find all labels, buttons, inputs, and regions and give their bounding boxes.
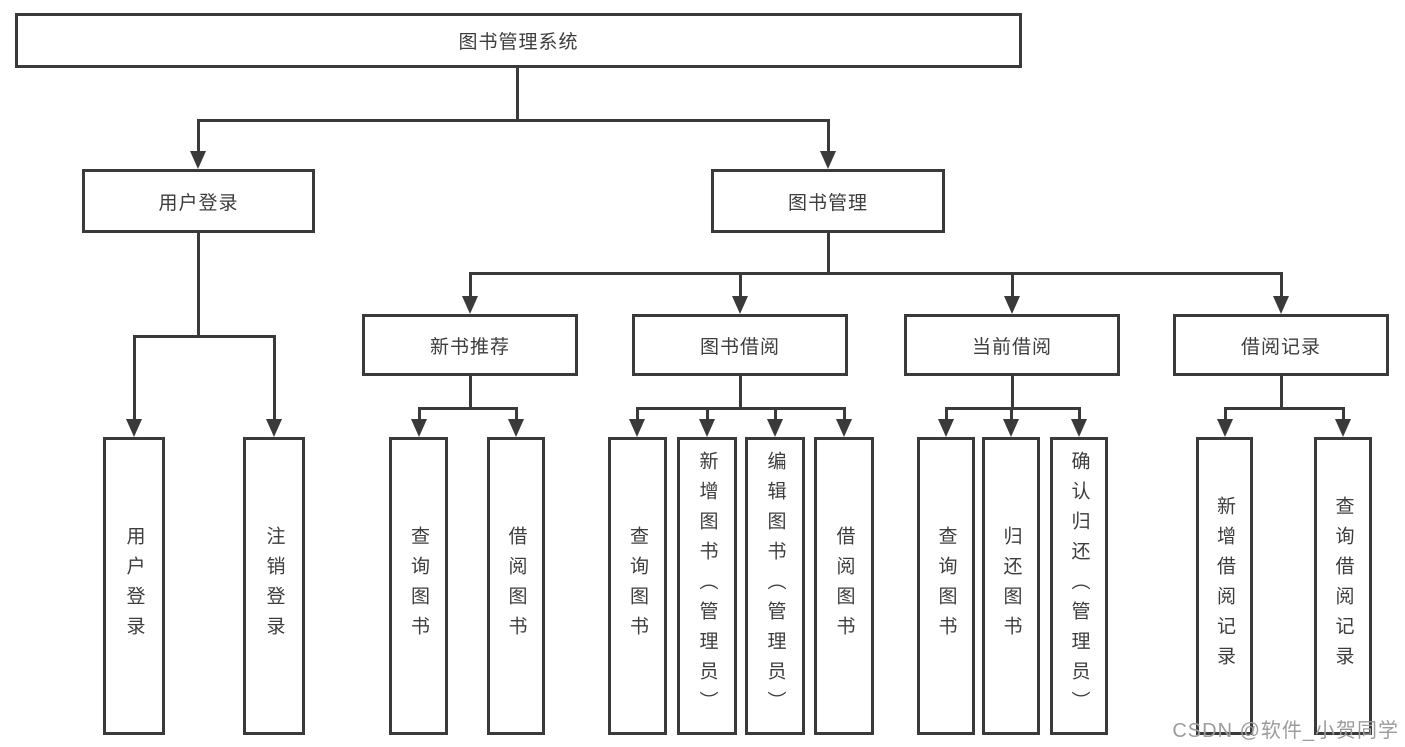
connector-newbooks-hbar <box>417 407 518 410</box>
node-leaf-bb-add: 新增图书（管理员） <box>677 437 737 735</box>
connector-drop-nb-query <box>417 407 421 423</box>
node-book-mgmt-label: 图书管理 <box>787 192 868 214</box>
node-leaf-bb-borrow-label: 借阅图书 <box>833 526 855 646</box>
node-leaf-bb-query-label: 查询图书 <box>627 526 648 646</box>
node-user-login: 用户登录 <box>82 169 315 233</box>
connector-drop-br-query <box>1341 407 1345 423</box>
arrowhead-leaf-logout <box>266 419 282 437</box>
node-root-label: 图书管理系统 <box>458 32 579 53</box>
node-root: 图书管理系统 <box>15 13 1022 68</box>
connector-bookmgmt-hbar <box>468 272 1283 275</box>
node-current-borrow-label: 当前借阅 <box>971 336 1052 358</box>
node-current-borrow: 当前借阅 <box>904 314 1120 376</box>
connector-currentborrow-hbar <box>944 407 1081 410</box>
arrowhead-bb-query <box>629 419 645 437</box>
node-leaf-bb-query: 查询图书 <box>608 437 667 735</box>
arrowhead-bb-add <box>699 419 715 437</box>
node-leaf-user-login-label: 用户登录 <box>123 526 145 646</box>
connector-drop-bb-add <box>705 407 709 423</box>
arrowhead-leaf-user-login <box>126 419 142 437</box>
node-leaf-br-query-label: 查询借阅记录 <box>1332 496 1354 676</box>
arrowhead-bb-edit <box>767 419 783 437</box>
node-leaf-br-query: 查询借阅记录 <box>1314 437 1372 735</box>
connector-drop-new-books <box>468 272 472 300</box>
node-user-login-label: 用户登录 <box>158 192 239 214</box>
node-leaf-cb-return-label: 归还图书 <box>1000 526 1022 646</box>
connector-drop-br-add <box>1223 407 1227 423</box>
arrowhead-nb-borrow <box>508 419 524 437</box>
connector-borrowrecords-stem <box>1279 376 1283 409</box>
node-leaf-nb-borrow-label: 借阅图书 <box>505 526 527 646</box>
node-leaf-cb-confirm-label: 确认归还（管理员） <box>1068 451 1090 721</box>
node-leaf-bb-edit: 编辑图书（管理员） <box>745 437 805 735</box>
connector-userlogin-hbar <box>132 335 276 338</box>
connector-drop-borrow-records <box>1279 272 1283 300</box>
connector-drop-nb-borrow <box>514 407 518 423</box>
connector-root-hbar <box>196 119 830 122</box>
connector-drop-cb-query <box>944 407 948 423</box>
connector-drop-cb-confirm <box>1077 407 1081 423</box>
node-borrow-records-label: 借阅记录 <box>1240 336 1321 358</box>
arrowhead-borrow-records <box>1273 296 1289 314</box>
connector-bookborrow-stem <box>738 376 742 409</box>
connector-newbooks-stem <box>468 376 472 409</box>
arrowhead-book-borrow <box>732 296 748 314</box>
connector-drop-leaf-logout <box>272 335 276 423</box>
connector-drop-current-borrow <box>1010 272 1014 300</box>
node-book-borrow-label: 图书借阅 <box>699 336 780 358</box>
connector-userlogin-stem <box>196 233 200 337</box>
node-leaf-nb-query: 查询图书 <box>389 437 448 735</box>
arrowhead-cb-confirm <box>1071 419 1087 437</box>
node-leaf-user-login: 用户登录 <box>103 437 165 735</box>
node-leaf-br-add-label: 新增借阅记录 <box>1214 496 1235 676</box>
arrowhead-nb-query <box>411 419 427 437</box>
arrowhead-book-mgmt <box>820 151 836 169</box>
node-leaf-logout: 注销登录 <box>243 437 305 735</box>
node-leaf-bb-borrow: 借阅图书 <box>814 437 874 735</box>
connector-drop-user-login <box>196 119 200 155</box>
node-book-mgmt: 图书管理 <box>711 169 945 233</box>
node-leaf-bb-edit-label: 编辑图书（管理员） <box>764 451 786 721</box>
arrowhead-br-query <box>1335 419 1351 437</box>
connector-drop-book-borrow <box>738 272 742 300</box>
arrowhead-cb-return <box>1003 419 1019 437</box>
node-leaf-nb-query-label: 查询图书 <box>408 526 429 646</box>
node-leaf-cb-query-label: 查询图书 <box>935 526 957 646</box>
arrowhead-new-books <box>462 296 478 314</box>
connector-drop-cb-return <box>1009 407 1013 423</box>
connector-drop-leaf-user-login <box>132 335 136 423</box>
arrowhead-cb-query <box>938 419 954 437</box>
watermark: CSDN @软件_小贺同学 <box>1172 720 1399 742</box>
node-leaf-logout-label: 注销登录 <box>263 526 285 646</box>
connector-drop-book-mgmt <box>826 119 830 155</box>
connector-currentborrow-stem <box>1010 376 1014 409</box>
connector-bookborrow-hbar <box>635 407 846 410</box>
arrowhead-br-add <box>1217 419 1233 437</box>
node-leaf-nb-borrow: 借阅图书 <box>487 437 545 735</box>
node-leaf-br-add: 新增借阅记录 <box>1196 437 1253 735</box>
node-leaf-cb-query: 查询图书 <box>917 437 975 735</box>
node-leaf-bb-add-label: 新增图书（管理员） <box>696 451 718 721</box>
arrowhead-user-login <box>190 151 206 169</box>
connector-root-stem <box>516 68 519 119</box>
connector-drop-bb-query <box>635 407 639 423</box>
connector-bookmgmt-stem <box>826 233 830 275</box>
connector-borrowrecords-hbar <box>1223 407 1345 410</box>
node-leaf-cb-return: 归还图书 <box>982 437 1040 735</box>
node-borrow-records: 借阅记录 <box>1173 314 1389 376</box>
node-new-books-label: 新书推荐 <box>429 336 510 358</box>
connector-drop-bb-edit <box>773 407 777 423</box>
node-new-books: 新书推荐 <box>362 314 578 376</box>
node-book-borrow: 图书借阅 <box>632 314 848 376</box>
node-leaf-cb-confirm: 确认归还（管理员） <box>1050 437 1108 735</box>
connector-drop-bb-borrow <box>842 407 846 423</box>
arrowhead-current-borrow <box>1004 296 1020 314</box>
arrowhead-bb-borrow <box>836 419 852 437</box>
